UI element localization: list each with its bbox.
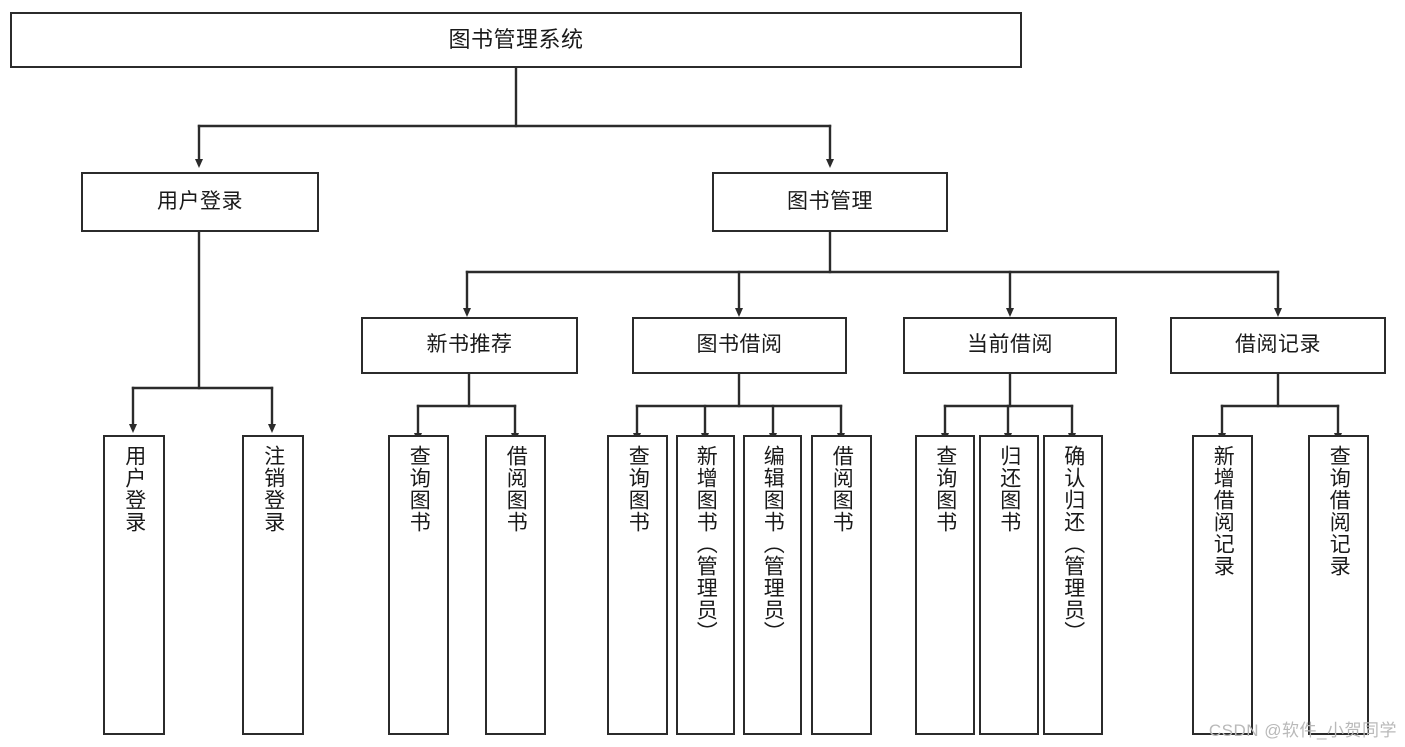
node-current-borrow-label: 当前借阅	[967, 333, 1053, 357]
node-borrow-record[interactable]: 借阅记录	[1170, 317, 1386, 374]
node-leaf-return-book-label: 归还图书	[997, 445, 1021, 533]
node-leaf-borrow-book-2-label: 借阅图书	[830, 445, 854, 533]
node-leaf-borrow-book-1[interactable]: 借阅图书	[485, 435, 546, 735]
node-leaf-query-record[interactable]: 查询借阅记录	[1308, 435, 1369, 735]
node-new-book-rec-label: 新书推荐	[426, 333, 513, 357]
node-leaf-confirm-return[interactable]: 确认归还（管理员）	[1043, 435, 1103, 735]
node-book-borrow[interactable]: 图书借阅	[632, 317, 847, 374]
node-leaf-confirm-return-label: 确认归还（管理员）	[1061, 445, 1085, 643]
node-leaf-add-book-label: 新增图书（管理员）	[694, 445, 718, 643]
node-leaf-add-record[interactable]: 新增借阅记录	[1192, 435, 1253, 735]
node-leaf-query-book-2[interactable]: 查询图书	[607, 435, 668, 735]
node-user-login[interactable]: 用户登录	[81, 172, 319, 232]
node-leaf-user-login[interactable]: 用户登录	[103, 435, 165, 735]
node-root-label: 图书管理系统	[448, 27, 584, 53]
node-leaf-borrow-book-1-label: 借阅图书	[504, 445, 528, 533]
node-leaf-query-book-3-label: 查询图书	[933, 445, 957, 533]
node-book-manage-label: 图书管理	[787, 189, 873, 213]
node-leaf-query-book-3[interactable]: 查询图书	[915, 435, 975, 735]
node-leaf-query-book-1[interactable]: 查询图书	[388, 435, 449, 735]
node-leaf-edit-book-label: 编辑图书（管理员）	[761, 445, 785, 643]
node-new-book-rec[interactable]: 新书推荐	[361, 317, 578, 374]
node-leaf-return-book[interactable]: 归还图书	[979, 435, 1039, 735]
node-leaf-query-book-1-label: 查询图书	[407, 445, 431, 533]
node-leaf-query-record-label: 查询借阅记录	[1327, 445, 1351, 577]
node-root[interactable]: 图书管理系统	[10, 12, 1022, 68]
node-borrow-record-label: 借阅记录	[1235, 333, 1321, 357]
node-current-borrow[interactable]: 当前借阅	[903, 317, 1117, 374]
csdn-watermark: CSDN @软件_小贺同学	[1208, 721, 1397, 740]
node-book-manage[interactable]: 图书管理	[712, 172, 948, 232]
node-leaf-add-record-label: 新增借阅记录	[1211, 445, 1235, 577]
node-leaf-user-login-label: 用户登录	[122, 445, 146, 533]
node-book-borrow-label: 图书借阅	[696, 333, 783, 357]
node-leaf-logout[interactable]: 注销登录	[242, 435, 304, 735]
node-leaf-query-book-2-label: 查询图书	[626, 445, 650, 533]
node-leaf-edit-book[interactable]: 编辑图书（管理员）	[743, 435, 802, 735]
node-user-login-label: 用户登录	[157, 189, 243, 213]
node-leaf-logout-label: 注销登录	[261, 445, 285, 533]
node-leaf-borrow-book-2[interactable]: 借阅图书	[811, 435, 872, 735]
node-leaf-add-book[interactable]: 新增图书（管理员）	[676, 435, 735, 735]
